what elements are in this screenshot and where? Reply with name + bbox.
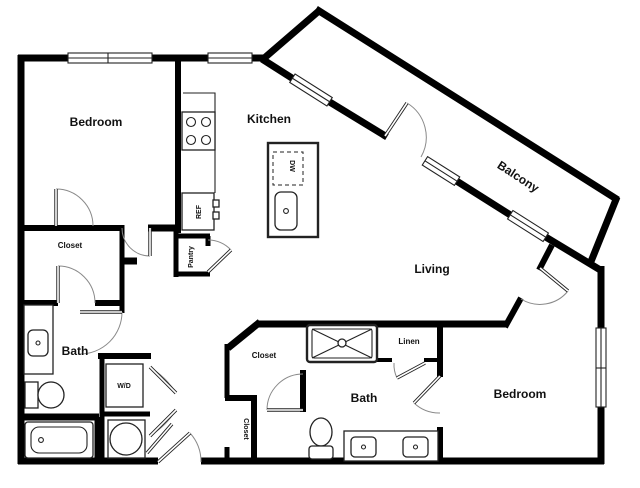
room-label-linen: Linen — [398, 337, 419, 346]
room-label-bedroom-right: Bedroom — [494, 387, 547, 401]
door-bedroom-right-living — [520, 266, 570, 305]
label-refrigerator: REF — [196, 204, 203, 219]
shower-icon — [305, 323, 379, 364]
interior-walls — [18, 58, 555, 461]
kitchen-island — [266, 141, 320, 239]
room-label-closet-left: Closet — [58, 241, 83, 250]
room-label-bedroom-left: Bedroom — [70, 115, 123, 129]
toilet-left-icon — [24, 381, 65, 409]
room-label-walkin-closet: Closet — [252, 351, 277, 360]
bath-left-vanity-icon — [23, 304, 54, 375]
windows — [67, 52, 607, 408]
window-kitchen — [207, 52, 253, 64]
room-label-balcony: Balcony — [495, 158, 542, 195]
door-closet-left-bottom — [56, 265, 96, 304]
door-bath-right — [266, 373, 304, 412]
window-bedroom-left — [67, 52, 153, 64]
doors — [54, 102, 570, 464]
window-living-1 — [288, 73, 334, 107]
door-pantry — [206, 239, 233, 274]
bath-right-vanity-icon — [343, 430, 439, 462]
refrigerator-icon — [181, 192, 220, 231]
appliance-labels: W/D REF DW Pantry — [117, 160, 295, 390]
room-label-bath-left: Bath — [62, 344, 89, 358]
door-bedroom-right-hall — [412, 374, 442, 414]
stove-icon — [181, 111, 216, 151]
label-dishwasher: DW — [288, 160, 295, 172]
label-pantry: Pantry — [188, 246, 195, 268]
label-washer-dryer: W/D — [117, 383, 131, 390]
room-label-bath-right: Bath — [351, 391, 378, 405]
window-living-2 — [421, 155, 461, 187]
door-washer-dryer-bifold — [148, 365, 178, 438]
window-living-3 — [506, 209, 550, 243]
room-label-living: Living — [414, 262, 449, 276]
washer-dryer-icon — [105, 363, 144, 408]
toilet-right-icon — [308, 417, 334, 460]
bathtub-icon — [24, 421, 94, 459]
door-closet-left-top — [54, 188, 94, 227]
dishwasher-icon — [272, 151, 304, 186]
island-sink-icon — [274, 191, 298, 231]
room-label-entry-closet: Closet — [242, 418, 249, 440]
door-linen — [393, 361, 426, 380]
door-bedroom-left — [121, 227, 152, 257]
door-bath-left — [79, 310, 123, 355]
door-balcony — [383, 102, 427, 158]
kitchen-counter — [183, 92, 216, 193]
window-bedroom-right — [595, 327, 607, 408]
door-entry — [156, 431, 202, 464]
door-utility — [145, 422, 174, 455]
utility-tub-icon — [107, 419, 146, 459]
room-label-kitchen: Kitchen — [247, 112, 291, 126]
